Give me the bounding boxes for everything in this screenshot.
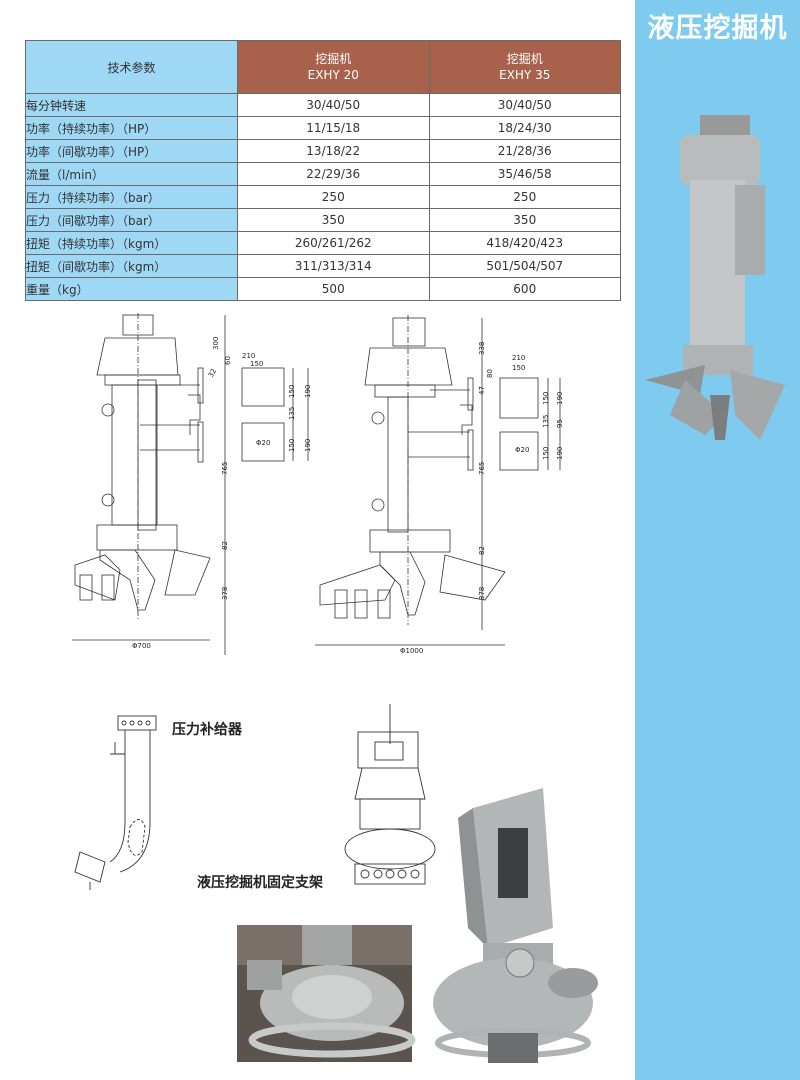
value-cell: 30/40/50 — [237, 93, 430, 117]
dim-label: 765 — [221, 462, 229, 475]
value-cell: 418/420/423 — [428, 231, 621, 255]
param-cell: 每分钟转速 — [25, 93, 238, 117]
dim-label: 378 — [221, 587, 229, 600]
value-cell: 22/29/36 — [237, 162, 430, 186]
dim-label: 765 — [478, 462, 486, 475]
param-cell: 流量（l/min） — [25, 162, 238, 186]
dim-label: 190 — [556, 447, 564, 460]
model-name: 挖掘机 — [506, 52, 543, 66]
dim-label: 60 — [224, 356, 232, 365]
dim-label: 150 — [288, 439, 296, 452]
dim-label: Φ1000 — [400, 647, 423, 655]
header-model-2: 挖掘机 EXHY 35 — [428, 40, 621, 94]
pump-photo — [237, 925, 416, 1062]
dim-label: 190 — [304, 385, 312, 398]
dim-label: 210 — [512, 354, 525, 362]
dim-label: 150 — [542, 447, 550, 460]
value-cell: 11/15/18 — [237, 116, 430, 140]
value-cell: 250 — [428, 185, 621, 209]
value-cell: 18/24/30 — [428, 116, 621, 140]
dim-label: 135 — [542, 415, 550, 428]
value-cell: 13/18/22 — [237, 139, 430, 163]
dim-label: 150 — [542, 392, 550, 405]
header-param: 技术参数 — [25, 40, 238, 94]
value-cell: 350 — [237, 208, 430, 232]
value-cell: 350 — [428, 208, 621, 232]
dim-label: Φ20 — [256, 439, 270, 447]
pressure-compensator-label: 压力补给器 — [172, 722, 242, 738]
value-cell: 311/313/314 — [237, 254, 430, 278]
value-cell: 501/504/507 — [428, 254, 621, 278]
dim-label: 82 — [221, 541, 229, 550]
param-cell: 扭矩（持续功率）（kgm） — [25, 231, 238, 255]
value-cell: 21/28/36 — [428, 139, 621, 163]
value-cell: 250 — [237, 185, 430, 209]
model-code: EXHY 35 — [499, 68, 551, 82]
dim-label: 135 — [288, 407, 296, 420]
dim-label: Φ20 — [515, 446, 529, 454]
dim-label: 82 — [478, 546, 486, 555]
dim-label: 95 — [556, 419, 564, 428]
value-cell: 30/40/50 — [428, 93, 621, 117]
param-cell: 压力（间歇功率）（bar） — [25, 208, 238, 232]
pump-with-excavator-photo — [433, 788, 598, 1063]
dim-label: 210 — [242, 352, 255, 360]
model-name: 挖掘机 — [315, 52, 352, 66]
param-cell: 压力（持续功率）（bar） — [25, 185, 238, 209]
model-code: EXHY 20 — [307, 68, 359, 82]
dim-label: 150 — [512, 364, 525, 372]
technical-drawing-exhy20: 210 150 300 60 32 150 190 135 150 190 Φ2… — [72, 313, 312, 655]
dim-label: 338 — [478, 342, 486, 355]
value-cell: 600 — [428, 277, 621, 301]
param-cell: 扭矩（间歇功率）（kgm） — [25, 254, 238, 278]
dim-label: 32 — [207, 367, 218, 379]
dim-label: 150 — [288, 385, 296, 398]
value-cell: 500 — [237, 277, 430, 301]
page-title: 液压挖掘机 — [647, 13, 788, 44]
value-cell: 260/261/262 — [237, 231, 430, 255]
dim-label: 300 — [212, 337, 220, 350]
dim-label: 80 — [486, 369, 494, 378]
dim-label: Φ700 — [132, 642, 151, 650]
param-cell: 功率（间歇功率）（HP） — [25, 139, 238, 163]
dim-label: 190 — [556, 392, 564, 405]
table-header-row: 技术参数 挖掘机 EXHY 20 挖掘机 EXHY 35 — [25, 40, 621, 94]
excavator-photo — [645, 115, 785, 440]
value-cell: 35/46/58 — [428, 162, 621, 186]
dim-label: 150 — [250, 360, 263, 368]
fixed-bracket-drawing — [344, 704, 436, 885]
technical-drawing-exhy35: 210 150 338 80 47 150 190 135 95 150 190… — [315, 315, 564, 655]
param-cell: 功率（持续功率）（HP） — [25, 116, 238, 140]
sidebar: 液压挖掘机 — [635, 0, 800, 1080]
pressure-compensator-drawing — [74, 715, 157, 890]
param-cell: 重量（kg） — [25, 277, 238, 301]
fixed-bracket-label: 液压挖掘机固定支架 — [197, 875, 323, 891]
header-model-1: 挖掘机 EXHY 20 — [237, 40, 430, 94]
dim-label: 378 — [478, 587, 486, 600]
dim-label: 47 — [478, 386, 486, 395]
dim-label: 190 — [304, 439, 312, 452]
